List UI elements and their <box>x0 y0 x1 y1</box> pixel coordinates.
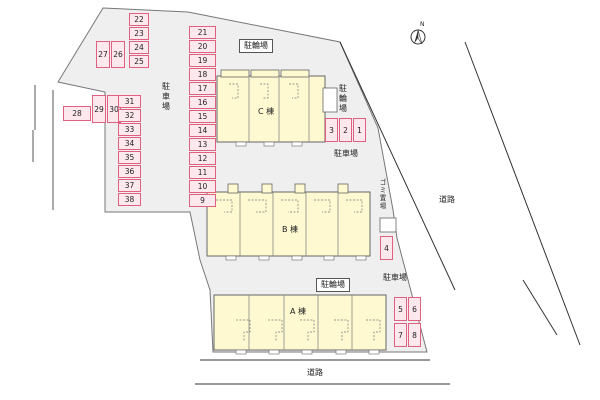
parking-space: 31 <box>118 95 141 108</box>
parking-space: 7 <box>394 323 407 347</box>
parking-space: 6 <box>408 297 421 321</box>
parking-space: 5 <box>394 297 407 321</box>
parking-space: 27 <box>96 41 110 68</box>
garbage-station <box>379 217 397 233</box>
parking-space: 12 <box>189 152 216 165</box>
road-label: 道路 <box>439 195 455 204</box>
parking-space: 29 <box>92 95 106 123</box>
parking-space: 19 <box>189 54 216 67</box>
parking-space: 18 <box>189 68 216 81</box>
parking-space: 23 <box>129 27 149 40</box>
building-b-label: B 棟 <box>282 225 299 234</box>
parking-space: 1 <box>353 118 366 142</box>
parking-space: 26 <box>111 41 125 68</box>
parking-space: 20 <box>189 40 216 53</box>
parking-space: 37 <box>118 179 141 192</box>
parking-space: 35 <box>118 151 141 164</box>
parking-space: 11 <box>189 166 216 179</box>
bike-shed-label: 駐輪場 <box>339 84 347 113</box>
compass-icon <box>410 29 426 45</box>
building-a <box>213 294 387 355</box>
parking-space: 32 <box>118 109 141 122</box>
parking-space: 34 <box>118 137 141 150</box>
parking-space: 14 <box>189 124 216 137</box>
parking-area-label: 駐車場 <box>334 149 358 158</box>
bike-parking-label: 駐輪場 <box>316 278 350 292</box>
parking-space: 36 <box>118 165 141 178</box>
parking-space: 21 <box>189 26 216 39</box>
parking-space: 10 <box>189 180 216 193</box>
parking-area-label: 駐車場 <box>162 82 170 111</box>
road-label: 道路 <box>307 368 323 377</box>
building-c <box>216 69 326 147</box>
parking-space: 15 <box>189 110 216 123</box>
garbage-station-label: ゴミ置場 <box>379 178 387 210</box>
east-road-line <box>464 41 581 346</box>
parking-space: 8 <box>408 323 421 347</box>
parking-space: 13 <box>189 138 216 151</box>
bike-shed <box>322 87 338 113</box>
east-road-line <box>522 279 558 336</box>
parking-space: 3 <box>325 118 338 142</box>
parking-space: 33 <box>118 123 141 136</box>
building-a-label: A 棟 <box>290 307 307 316</box>
parking-space: 2 <box>339 118 352 142</box>
east-road-line <box>339 41 456 291</box>
parking-space: 17 <box>189 82 216 95</box>
building-b <box>206 183 371 261</box>
parking-space: 25 <box>129 55 149 68</box>
north-label: N <box>420 21 425 28</box>
building-c-label: C 棟 <box>258 107 275 116</box>
parking-space: 24 <box>129 41 149 54</box>
parking-space: 16 <box>189 96 216 109</box>
parking-area-label: 駐車場 <box>383 273 407 282</box>
bike-parking-label: 駐輪場 <box>239 39 273 53</box>
parking-space: 38 <box>118 193 141 206</box>
parking-space: 22 <box>129 13 149 26</box>
parking-space: 4 <box>380 236 393 260</box>
parking-space: 9 <box>189 194 216 207</box>
parking-space: 28 <box>63 106 91 121</box>
